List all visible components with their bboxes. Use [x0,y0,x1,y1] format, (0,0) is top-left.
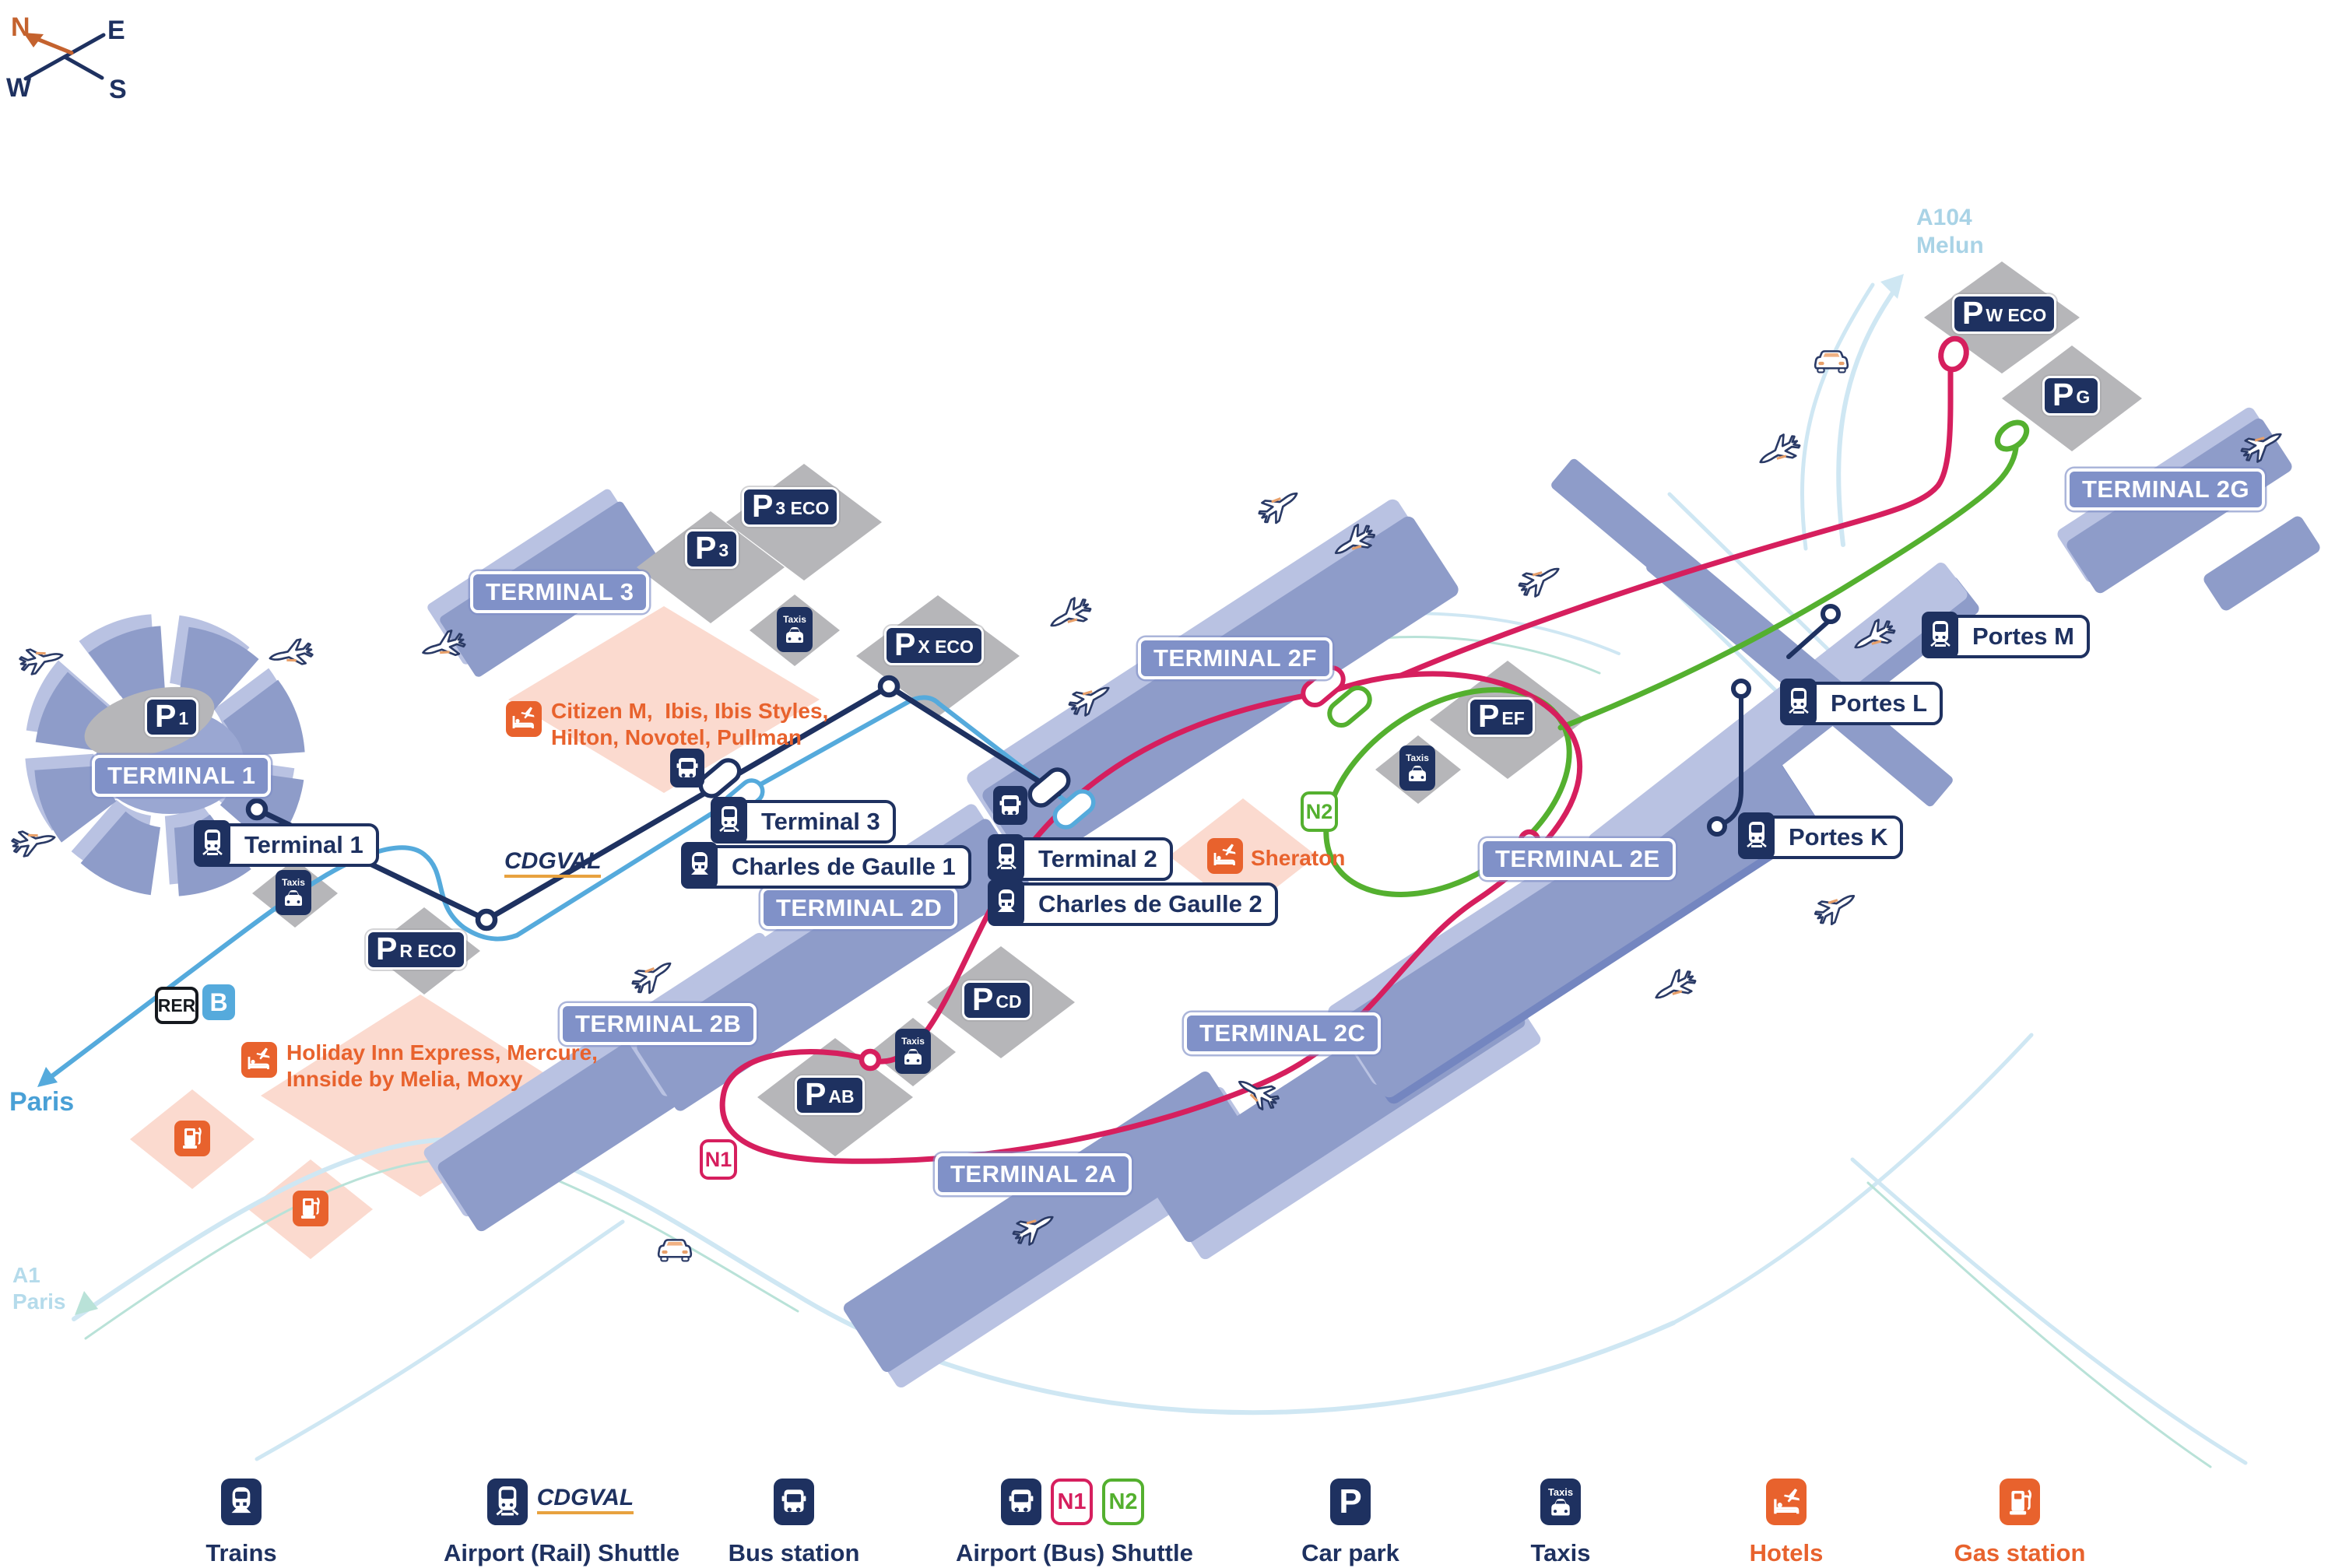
shuttle-icon [1738,812,1775,859]
station-portes-l: Portes L [1780,679,1943,725]
gas-station-icon [2000,1479,2040,1525]
gas-station-icon [293,1191,328,1226]
terminal-2b-badge: TERMINAL 2B [560,1003,757,1045]
taxis-icon: Taxis [276,870,311,915]
compass-west: W [6,73,32,103]
station-portes-m: Portes M [1922,612,2090,658]
train-icon [988,879,1024,926]
rer-line-b-badge: B [202,984,235,1020]
road-paris: Paris [9,1087,75,1117]
shuttle-icon [1922,612,1958,658]
bus-station-icon [993,786,1027,825]
legend-car-park: P Car park [1284,1479,1417,1567]
cdgval-shuttle-icon [486,1479,528,1525]
bus-icon [774,1479,814,1525]
hotel-sheraton-label: Sheraton [1251,846,1346,870]
shuttle-icon [194,820,230,867]
compass-icon [23,33,106,81]
station-charles-de-gaulle-1: Charles de Gaulle 1 [681,842,971,889]
legend-rail-shuttle: CDGVAL Airport (Rail) Shuttle [444,1479,679,1567]
portes-connectors [1721,617,1833,826]
terminal-2a-badge: TERMINAL 2A [935,1153,1132,1195]
terminal-2e-badge: TERMINAL 2E [1480,838,1676,880]
cdgval-logo: CDGVAL [536,1485,634,1514]
station-portes-k: Portes K [1738,812,1904,859]
hotel-zone1-label: Citizen M, Ibis, Ibis Styles, Hilton, No… [551,699,829,749]
n2-stop-badge: N2 [1301,791,1338,832]
taxis-icon: Taxis [895,1029,931,1074]
hotel-icon [1766,1479,1807,1525]
n2-legend-badge: N2 [1102,1479,1144,1525]
bus-icon [1001,1479,1041,1525]
terminal-2f-badge: TERMINAL 2F [1138,637,1333,679]
n1-legend-badge: N1 [1051,1479,1093,1525]
station-terminal-2: Terminal 2 [988,834,1173,881]
shuttle-icon [988,834,1024,881]
hotel-zone2-label: Holiday Inn Express, Mercure, Innside by… [286,1040,598,1091]
legend-hotels: Hotels [1736,1479,1837,1567]
gas-station-icon [174,1121,210,1156]
terminal-3-badge: TERMINAL 3 [470,571,650,613]
rer-badge: RER [155,987,198,1024]
taxis-icon: Taxis [777,607,813,652]
legend-gas-station: Gas station [1946,1479,2094,1567]
hotel-icon [1207,838,1243,874]
terminal-2c-badge: TERMINAL 2C [1184,1012,1382,1054]
compass-north: N [11,12,30,42]
train-icon [681,842,718,889]
bus-station-icon [670,749,704,788]
terminal-2g-badge: TERMINAL 2G [2066,468,2266,510]
n1-stop-badge: N1 [700,1139,737,1180]
paris-arrow [37,1067,58,1087]
shuttle-icon [711,797,747,844]
taxis-icon: Taxis [1399,745,1435,791]
compass-south: S [109,75,127,104]
cdgval-label: CDGVAL [504,848,602,878]
shuttle-icon [1780,679,1817,725]
hotel-icon [506,701,542,737]
legend-taxis: Taxis Taxis [1510,1479,1611,1567]
station-terminal-1: Terminal 1 [194,820,379,867]
taxis-icon: Taxis [1540,1479,1581,1525]
legend-trains: Trains [179,1479,304,1567]
station-terminal-3: Terminal 3 [711,797,896,844]
legend-bus-shuttle: N1 N2 Airport (Bus) Shuttle [956,1479,1193,1567]
legend-bus-station: Bus station [724,1479,864,1567]
station-charles-de-gaulle-2: Charles de Gaulle 2 [988,879,1278,926]
compass-east: E [107,16,125,45]
train-icon [221,1479,262,1525]
terminal-2d-badge: TERMINAL 2D [760,887,958,929]
hotel-icon [241,1042,277,1078]
terminal-1-badge: TERMINAL 1 [92,755,272,797]
car-park-icon: P [1330,1479,1371,1525]
